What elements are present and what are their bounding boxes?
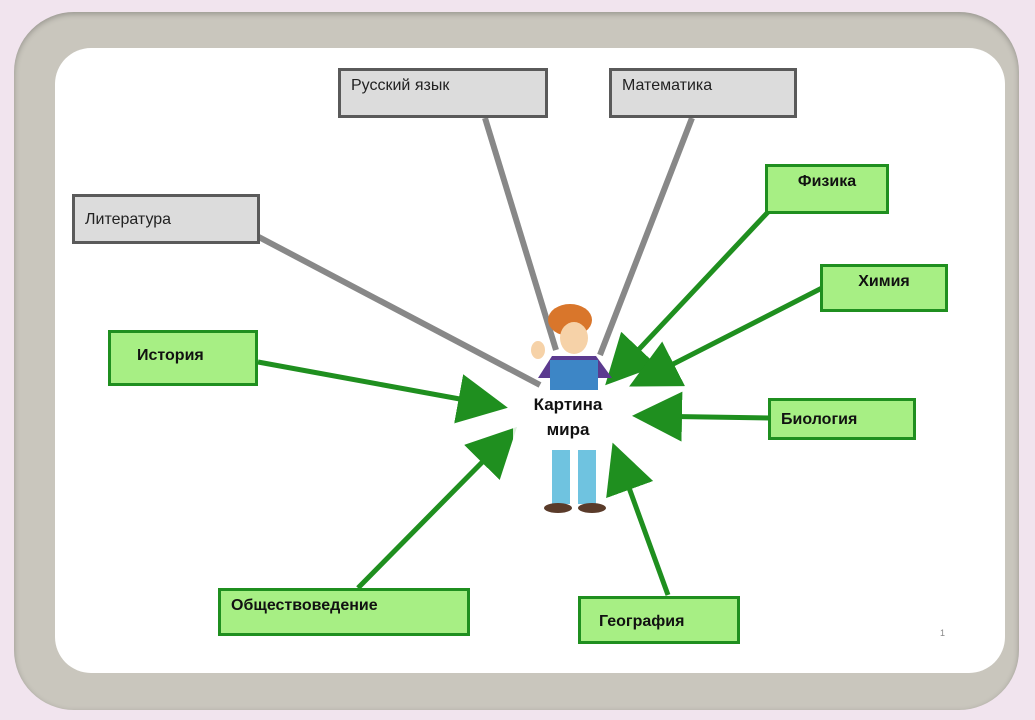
center-label-line2: мира <box>546 419 590 439</box>
page-number: 1 <box>940 628 946 638</box>
node-russian: Русский язык <box>338 68 548 118</box>
edge-history <box>257 359 508 424</box>
node-literature: Литература <box>72 194 260 244</box>
node-physics: Физика <box>765 164 889 214</box>
edge-social <box>356 426 518 590</box>
edge-russian <box>482 117 559 351</box>
node-math: Математика <box>609 68 797 118</box>
node-biology: Биология <box>768 398 916 440</box>
boy-illustration <box>531 304 612 513</box>
edge-chemistry <box>629 285 824 387</box>
node-geography: География <box>578 596 740 644</box>
node-history: История <box>108 330 258 386</box>
center-label-line1: Картина <box>533 395 603 414</box>
edge-biology <box>632 391 771 442</box>
node-chemistry: Химия <box>820 264 948 312</box>
node-social: Обществоведение <box>218 588 470 636</box>
edge-geography <box>606 442 671 596</box>
edge-literature <box>253 232 542 388</box>
center-label: Картина мира <box>513 393 623 443</box>
edge-math <box>597 116 695 357</box>
